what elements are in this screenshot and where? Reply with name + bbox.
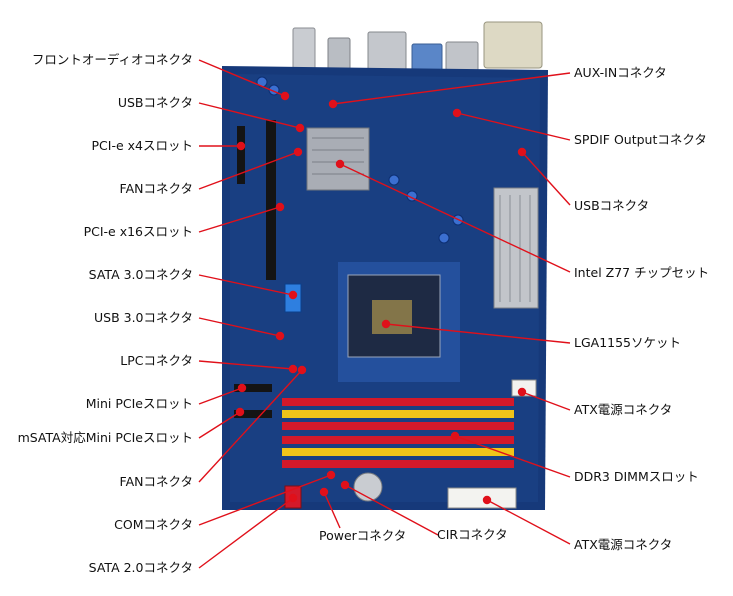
chipset-heatsink [306,127,370,191]
label-spdif-output-connector: SPDIF Outputコネクタ [574,132,707,147]
label-atx-power-connector-lower: ATX電源コネクタ [574,537,673,552]
label-power-connector: Powerコネクタ [319,528,407,543]
label-front-audio-connector: フロントオーディオコネクタ [31,52,193,67]
label-atx-power-connector-upper: ATX電源コネクタ [574,402,673,417]
pcie-x16-slot [266,120,276,280]
leader-lines [198,59,571,569]
label-cir-connector: CIRコネクタ [437,527,508,542]
dimm-slots [282,398,514,468]
vrm-heatsink [493,187,539,309]
label-com-connector: COMコネクタ [114,517,193,532]
label-intel-z77-chipset: Intel Z77 チップセット [574,265,710,280]
label-sata2-connector: SATA 2.0コネクタ [88,560,193,575]
label-usb3-connector: USB 3.0コネクタ [93,310,193,325]
label-pcie-x4-slot: PCI-e x4スロット [91,138,193,153]
label-pcie-x16-slot: PCI-e x16スロット [83,224,193,239]
label-sata3-connector: SATA 3.0コネクタ [88,267,193,282]
label-fan-connector-upper: FANコネクタ [119,181,193,196]
label-ddr3-dimm-slot: DDR3 DIMMスロット [574,469,699,484]
label-aux-in-connector: AUX-INコネクタ [574,65,667,80]
atx-power-24pin [447,487,517,509]
label-usb-connector-right: USBコネクタ [574,198,650,213]
label-fan-connector-lower: FANコネクタ [119,474,193,489]
label-usb-connector-left: USBコネクタ [117,95,193,110]
msata-mini-pcie-slot [234,410,272,418]
label-msata-mini-pcie-slot: mSATA対応Mini PCIeスロット [17,430,193,445]
pcie-x4-slot [237,126,245,184]
label-lpc-connector: LPCコネクタ [120,353,193,368]
mini-pcie-slot [234,384,272,392]
label-mini-pcie-slot: Mini PCIeスロット [85,396,193,411]
label-lga1155-socket: LGA1155ソケット [574,335,682,350]
